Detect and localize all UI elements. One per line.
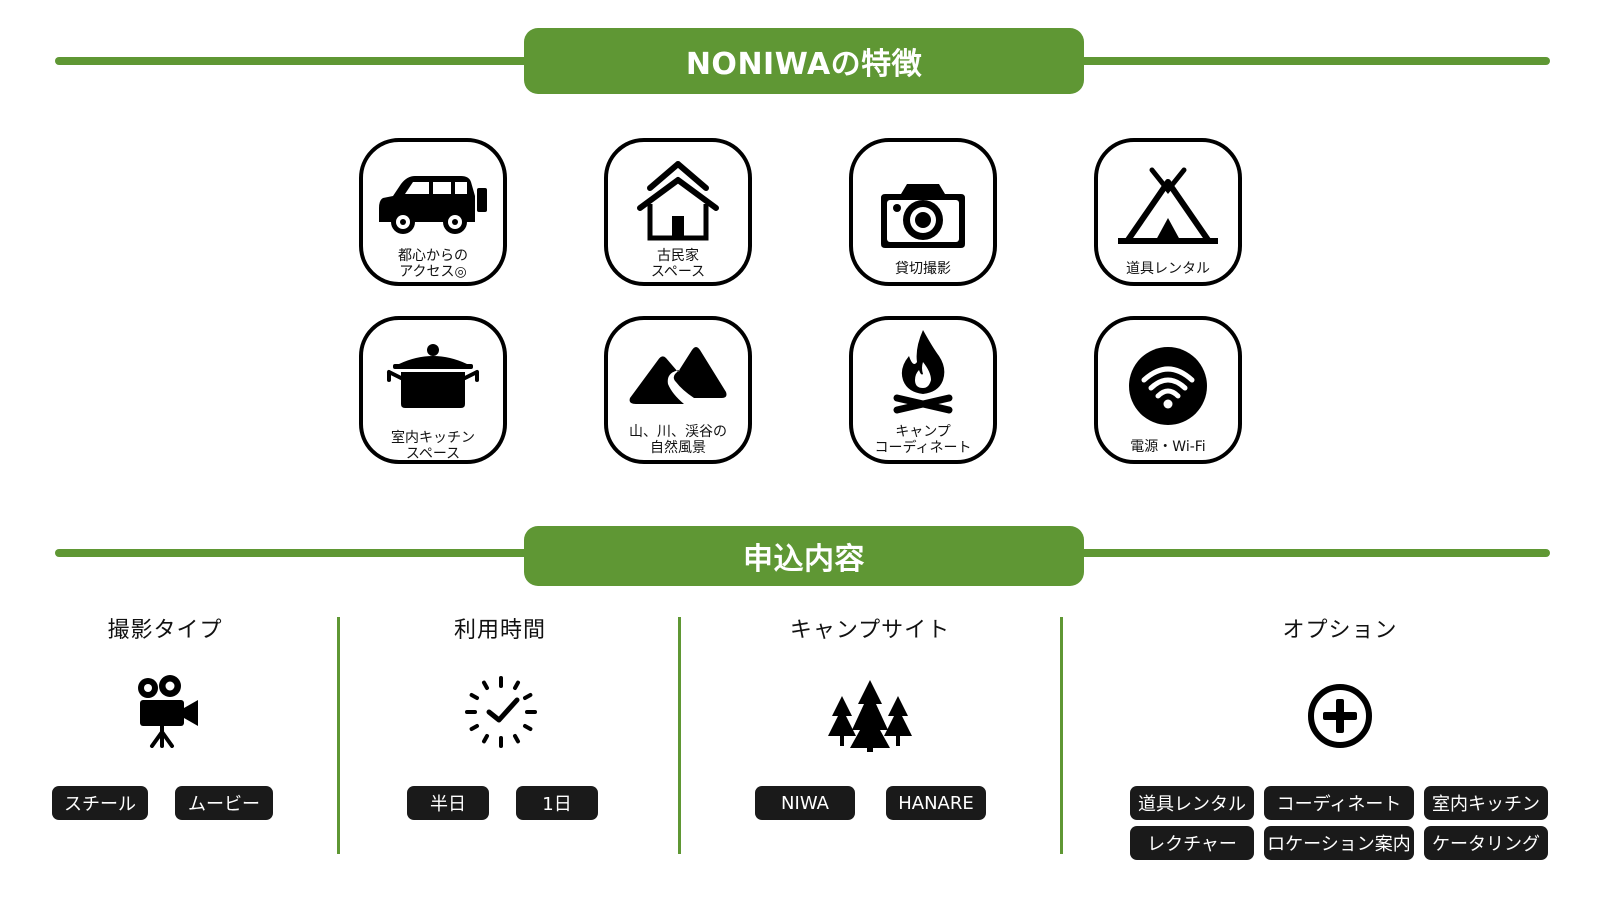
feature-label: 電源・Wi-Fi bbox=[1130, 439, 1206, 455]
option-niwa[interactable]: NIWA bbox=[755, 786, 855, 820]
shoot-type-column: 撮影タイプ bbox=[55, 612, 275, 644]
clock-icon bbox=[465, 676, 537, 748]
campsite-title: キャンプサイト bbox=[789, 618, 951, 643]
option-full-day[interactable]: 1日 bbox=[516, 786, 598, 820]
option-movie[interactable]: ムービー bbox=[175, 786, 273, 820]
shoot-type-title: 撮影タイプ bbox=[107, 618, 223, 643]
option-coordinate[interactable]: コーディネート bbox=[1264, 786, 1414, 820]
feature-tile-camp: キャンプ コーディネート bbox=[849, 316, 997, 464]
option-rental[interactable]: 道具レンタル bbox=[1130, 786, 1254, 820]
car-icon bbox=[379, 176, 487, 234]
feature-label: 道具レンタル bbox=[1126, 261, 1210, 277]
option-still[interactable]: スチール bbox=[52, 786, 148, 820]
feature-label: 山、川、渓谷の 自然風景 bbox=[629, 424, 727, 456]
option-location-guide[interactable]: ロケーション案内 bbox=[1264, 826, 1414, 860]
features-title: NONIWAの特徴 bbox=[524, 28, 1084, 94]
feature-tile-nature: 山、川、渓谷の 自然風景 bbox=[604, 316, 752, 464]
campsite-column: キャンプサイト bbox=[770, 612, 970, 644]
trees-icon bbox=[828, 680, 912, 752]
column-divider bbox=[678, 617, 681, 854]
feature-label: キャンプ コーディネート bbox=[874, 424, 972, 456]
plus-circle-icon bbox=[1308, 684, 1372, 748]
column-divider bbox=[1060, 617, 1063, 854]
feature-tile-power-wifi: 電源・Wi-Fi bbox=[1094, 316, 1242, 464]
tent-icon bbox=[1118, 167, 1218, 244]
option-hanare[interactable]: HANARE bbox=[886, 786, 986, 820]
option-half-day[interactable]: 半日 bbox=[407, 786, 489, 820]
feature-label: 室内キッチン スペース bbox=[391, 430, 475, 462]
option-kitchen[interactable]: 室内キッチン bbox=[1424, 786, 1548, 820]
options-title: オプション bbox=[1282, 618, 1398, 643]
camera-icon bbox=[881, 184, 965, 248]
wifi-icon bbox=[1129, 347, 1207, 425]
film-camera-icon bbox=[138, 675, 198, 748]
feature-label: 古民家 スペース bbox=[650, 248, 706, 280]
usage-time-title: 利用時間 bbox=[453, 618, 546, 643]
feature-tile-private-shoot: 貸切撮影 bbox=[849, 138, 997, 286]
campfire-icon bbox=[893, 330, 953, 414]
features-header: NONIWAの特徴 bbox=[0, 26, 1600, 96]
usage-time-column: 利用時間 bbox=[390, 612, 610, 644]
pot-icon bbox=[387, 344, 479, 408]
options-column: オプション bbox=[1240, 612, 1440, 644]
option-lecture[interactable]: レクチャー bbox=[1130, 826, 1254, 860]
mountain-icon bbox=[629, 347, 727, 404]
feature-tile-access: 都心からの アクセス◎ bbox=[359, 138, 507, 286]
feature-label: 都心からの アクセス◎ bbox=[398, 248, 468, 280]
feature-tile-kitchen: 室内キッチン スペース bbox=[359, 316, 507, 464]
application-header: 申込内容 bbox=[0, 524, 1600, 594]
option-catering[interactable]: ケータリング bbox=[1424, 826, 1548, 860]
house-icon bbox=[637, 161, 719, 241]
feature-tile-old-house: 古民家 スペース bbox=[604, 138, 752, 286]
feature-label: 貸切撮影 bbox=[895, 261, 951, 277]
application-title: 申込内容 bbox=[524, 526, 1084, 586]
feature-tile-rental: 道具レンタル bbox=[1094, 138, 1242, 286]
column-divider bbox=[337, 617, 340, 854]
